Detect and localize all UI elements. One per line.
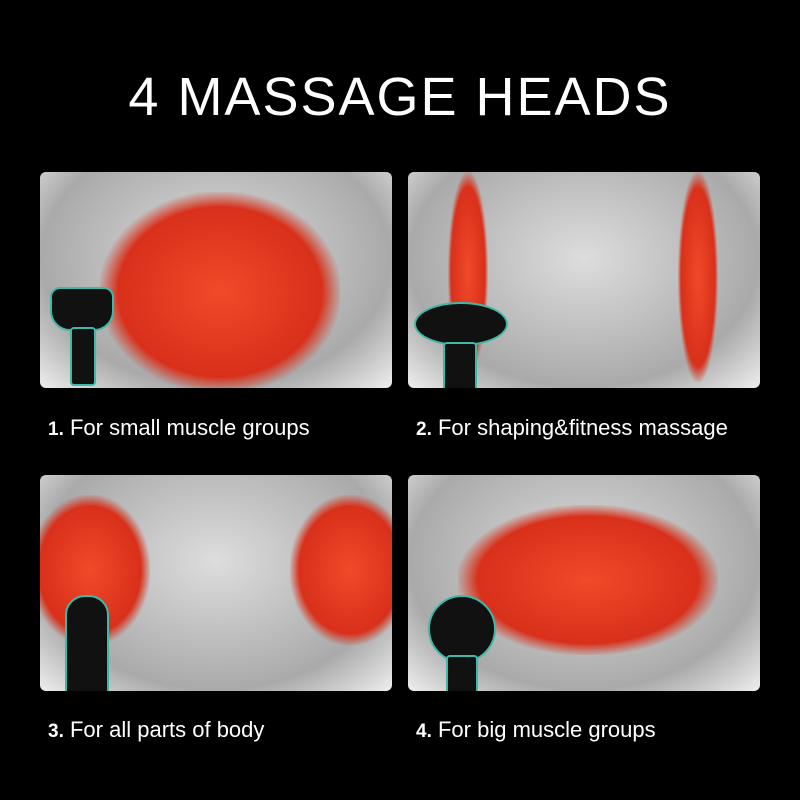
ball-head-shaft bbox=[446, 655, 478, 691]
shoulders-image bbox=[40, 475, 392, 691]
chest-image bbox=[408, 475, 760, 691]
caption-3: 3. For all parts of body bbox=[48, 717, 265, 742]
caption-2: 2. For shaping&fitness massage bbox=[416, 415, 728, 440]
ball-head-icon bbox=[428, 595, 496, 663]
flat-head-icon bbox=[414, 302, 508, 346]
flat-head-shaft bbox=[443, 342, 477, 388]
legs-image bbox=[408, 172, 760, 388]
neck-back-image bbox=[40, 172, 392, 388]
page-title: 4 MASSAGE HEADS bbox=[128, 67, 672, 127]
caption-4: 4. For big muscle groups bbox=[416, 717, 656, 742]
fork-head-shaft bbox=[70, 327, 96, 386]
fork-head-icon bbox=[50, 287, 114, 331]
bullet-head-icon bbox=[65, 595, 109, 691]
caption-1: 1. For small muscle groups bbox=[48, 415, 310, 440]
